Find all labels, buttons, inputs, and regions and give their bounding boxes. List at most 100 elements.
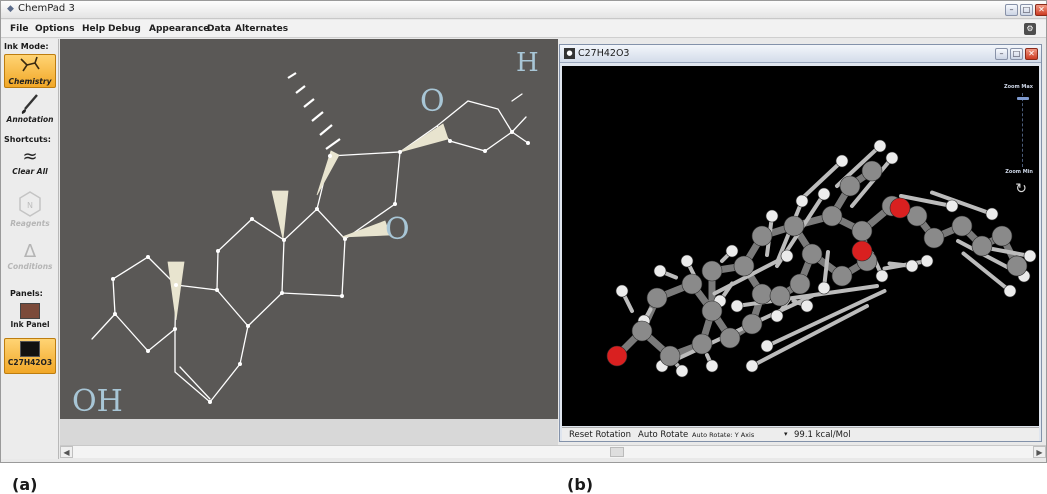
annotation-mode-button[interactable]: Annotation	[4, 93, 56, 127]
reagents-button[interactable]: N Reagents	[4, 189, 56, 235]
carbon-atom	[701, 300, 723, 322]
hydrogen-atom	[795, 194, 809, 208]
carbon-atom	[681, 273, 703, 295]
menu-data[interactable]: Data	[207, 24, 231, 34]
ink-wedge	[399, 123, 449, 153]
brush-icon	[21, 94, 38, 114]
scroll-left-icon[interactable]: ◀	[60, 446, 73, 458]
hydrogen-atom	[765, 209, 779, 223]
auto-rotate-button[interactable]: Auto Rotate	[638, 430, 689, 440]
hydrogen-atom	[653, 264, 667, 278]
annotation-label: Annotation	[6, 115, 54, 124]
caption-a: (a)	[12, 475, 38, 494]
clear-all-button[interactable]: ≈ Clear All	[4, 147, 56, 183]
model-atoms	[606, 139, 1037, 378]
ink-ring-a	[112, 256, 177, 352]
hydrogen-atom	[745, 359, 759, 373]
reset-rotation-button[interactable]: Reset Rotation	[569, 430, 631, 440]
ink-panel-thumbnail	[20, 303, 40, 319]
benzene-ring-icon: N	[19, 191, 41, 217]
viewer-maximize-icon[interactable]: □	[1010, 48, 1023, 60]
menu-file[interactable]: File	[10, 24, 29, 34]
carbon-atom	[691, 333, 713, 355]
axis-dropdown-icon[interactable]: ▾	[784, 430, 788, 438]
carbon-atom	[801, 243, 823, 265]
rotate-icon[interactable]: ↻	[1015, 181, 1027, 197]
carbon-atom	[971, 235, 993, 257]
ink-double-bond	[179, 366, 211, 400]
hydrogen-atom	[875, 269, 889, 283]
sketched-molecule: OH O O H	[72, 48, 539, 419]
hydrogen-atom	[985, 207, 999, 221]
zoom-slider-thumb[interactable]	[1017, 96, 1029, 100]
conditions-button[interactable]: Δ Conditions	[4, 242, 56, 280]
carbon-atom	[769, 285, 791, 307]
menu-debug[interactable]: Debug	[108, 24, 141, 34]
menu-options[interactable]: Options	[35, 24, 75, 34]
hydrogen-atom	[675, 364, 689, 378]
model-bond	[961, 251, 1012, 293]
chemistry-mode-button[interactable]: Chemistry	[4, 54, 56, 88]
ink-panel-button[interactable]: Ink Panel	[4, 301, 56, 335]
model-bond	[750, 304, 869, 368]
hydrogen-atom	[680, 254, 694, 268]
minimize-icon[interactable]: –	[1005, 4, 1018, 16]
ball-and-stick-model	[606, 139, 1037, 378]
viewer-title: C27H42O3	[578, 48, 630, 59]
hydrogen-atom	[817, 187, 831, 201]
scroll-right-icon[interactable]: ▶	[1033, 446, 1046, 458]
model-bond	[765, 289, 887, 348]
molecule-panel-button[interactable]: C27H42O3	[4, 338, 56, 374]
zoom-slider[interactable]	[1022, 93, 1024, 167]
molecule-panel-thumbnail	[20, 341, 40, 357]
carbon-atom	[789, 273, 811, 295]
menu-help[interactable]: Help	[82, 24, 106, 34]
clear-all-icon: ≈	[22, 146, 38, 167]
horizontal-scrollbar[interactable]: ◀ ▶	[60, 445, 1046, 458]
hydrogen-atom	[1003, 284, 1017, 298]
ink-ring-c	[216, 218, 285, 327]
carbon-atom	[923, 227, 945, 249]
ink-ring-b	[174, 284, 249, 403]
carbon-atom	[719, 327, 741, 349]
maximize-icon[interactable]: □	[1020, 4, 1033, 16]
ink-bond-h	[511, 116, 527, 133]
hydrogen-atom	[760, 339, 774, 353]
molecule-icon: ●	[564, 48, 575, 59]
model-bond	[800, 159, 844, 201]
auto-rotate-axis-select[interactable]: Auto Rotate: Y Axis	[692, 431, 755, 439]
handwritten-h: H	[516, 48, 539, 78]
carbon-atom	[861, 160, 883, 182]
carbon-atom	[701, 260, 723, 282]
handwritten-o-top: O	[420, 84, 445, 119]
carbon-atom	[951, 215, 973, 237]
menu-appearance[interactable]: Appearance	[149, 24, 210, 34]
3d-viewport[interactable]: Zoom Max Zoom Min ↻	[562, 66, 1039, 426]
window-title: ChemPad 3	[18, 3, 75, 14]
hydrogen-atom	[945, 199, 959, 213]
zoom-min-label: Zoom Min	[1005, 169, 1033, 175]
viewer-status-bar: Reset Rotation Auto Rotate Auto Rotate: …	[562, 427, 1039, 441]
carbon-atom	[839, 175, 861, 197]
chemistry-icon	[20, 56, 40, 72]
settings-icon[interactable]: ⚙	[1024, 23, 1036, 35]
ink-bond-oh	[91, 313, 116, 340]
ink-canvas[interactable]: OH O O H	[60, 39, 558, 419]
hydrogen-atom	[725, 244, 739, 258]
scroll-thumb[interactable]	[610, 447, 624, 457]
carbon-atom	[821, 205, 843, 227]
menu-alternates[interactable]: Alternates	[235, 24, 289, 34]
model-bond	[712, 254, 789, 296]
ink-wedge	[316, 150, 340, 196]
hydrogen-atom	[817, 281, 831, 295]
viewer-close-icon[interactable]: ✕	[1025, 48, 1038, 60]
svg-text:N: N	[27, 201, 33, 210]
menu-bar: File Options Help Debug Appearance Data …	[1, 20, 1046, 38]
molecule-panel-label: C27H42O3	[7, 358, 53, 367]
model-bond	[899, 194, 954, 208]
ink-bond	[511, 93, 523, 102]
close-icon[interactable]: ✕	[1035, 4, 1047, 16]
viewer-minimize-icon[interactable]: –	[995, 48, 1008, 60]
hydrogen-atom	[920, 254, 934, 268]
